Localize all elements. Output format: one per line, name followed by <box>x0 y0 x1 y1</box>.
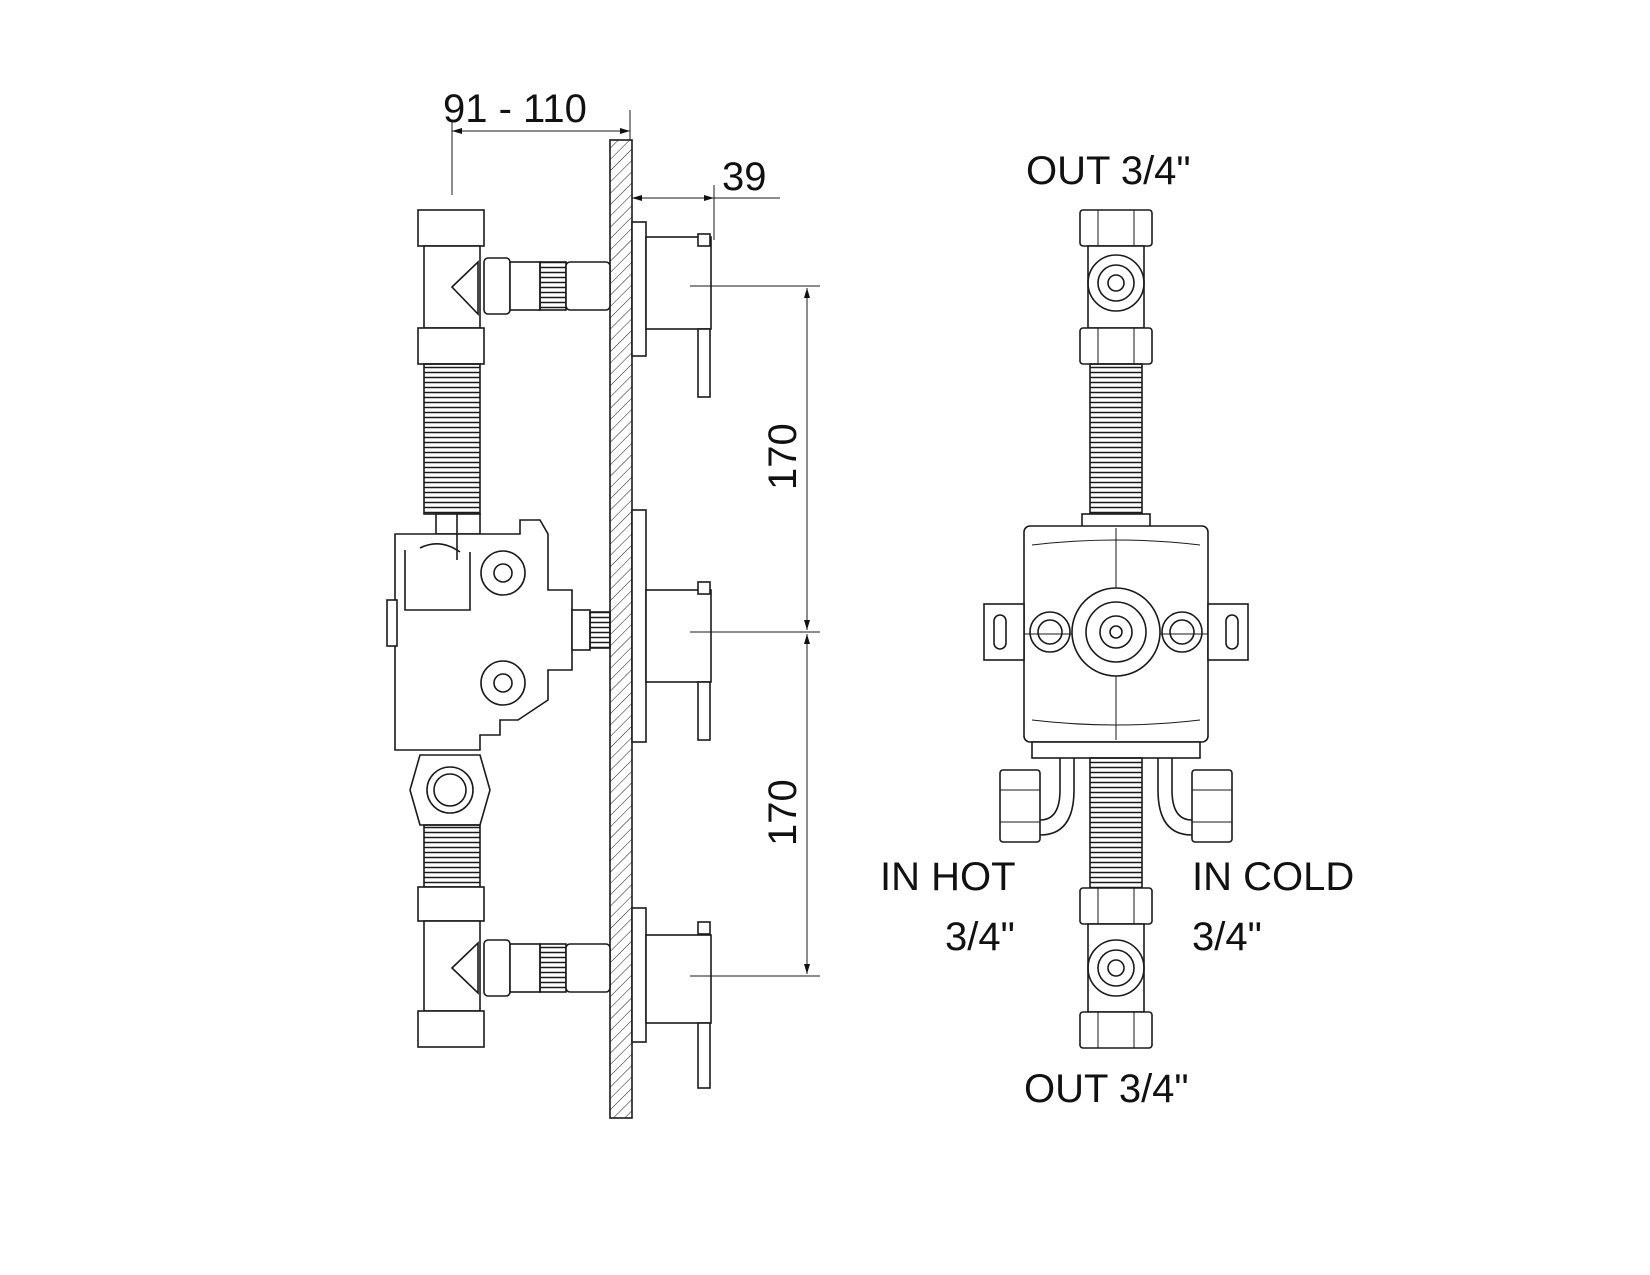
dimension-depth-label: 91 - 110 <box>443 87 587 131</box>
corrugated-pipe-upper <box>423 363 481 515</box>
dimension-spacing-lower-label: 170 <box>761 779 805 846</box>
dimension-offset-label: 39 <box>722 155 767 199</box>
corrugated-pipe-lower <box>423 824 481 888</box>
top-outlet-valve <box>1079 209 1153 365</box>
dimension-offset: 39 <box>632 155 780 240</box>
label-out-bottom: OUT 3/4" <box>1024 1067 1189 1111</box>
cold-inlet <box>1157 758 1233 843</box>
front-corrugated-upper <box>1089 363 1143 515</box>
dimension-spacing: 170 170 <box>690 285 820 977</box>
front-view: OUT 3/4" OUT 3/4" IN HOT 3/4" IN COLD 3/… <box>880 149 1354 1111</box>
label-in-hot-size: 3/4" <box>945 915 1015 959</box>
dimension-depth: 91 - 110 <box>443 87 631 195</box>
top-tee-fitting <box>417 209 611 365</box>
wall-plate <box>609 139 633 1119</box>
trim-bottom <box>631 907 712 1089</box>
label-out-top: OUT 3/4" <box>1026 149 1191 193</box>
mixer-body <box>386 513 611 751</box>
label-in-cold: IN COLD <box>1192 855 1354 899</box>
label-in-cold-size: 3/4" <box>1192 915 1262 959</box>
trim-middle <box>631 509 712 743</box>
union-nut <box>409 754 491 826</box>
label-in-hot: IN HOT <box>880 855 1016 899</box>
side-view: 91 - 110 39 170 170 <box>386 87 820 1119</box>
dimension-spacing-upper-label: 170 <box>761 423 805 490</box>
trim-top <box>631 221 712 398</box>
front-corrugated-lower <box>1089 757 1143 889</box>
mixer-box <box>983 513 1249 759</box>
hot-inlet <box>999 758 1075 843</box>
bottom-outlet-valve <box>1079 887 1153 1049</box>
bottom-tee-fitting <box>417 886 611 1048</box>
